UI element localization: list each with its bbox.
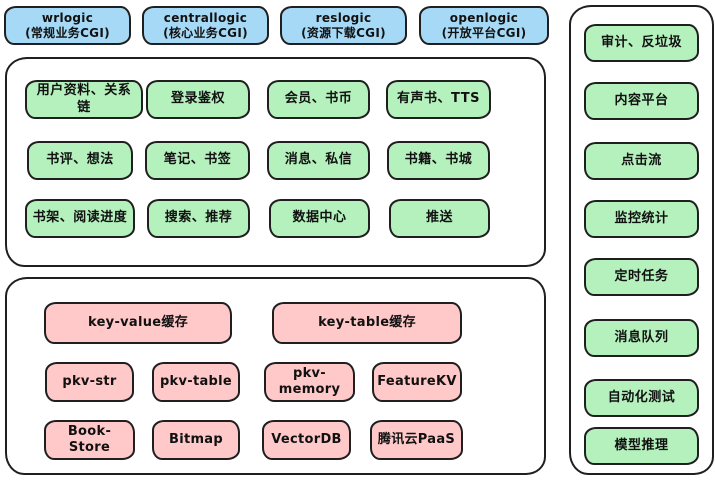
platform-box-auto-testing: 自动化测试	[584, 379, 699, 417]
platform-box-monitor-stats: 监控统计	[584, 200, 699, 238]
services-panel: 用户资料、关系链 登录鉴权 会员、书币 有声书、TTS 书评、想法 笔记、书签 …	[5, 57, 546, 267]
cgi-box-wrlogic: wrlogic (常规业务CGI)	[4, 6, 131, 45]
storage-box-key-value-cache: key-value缓存	[44, 302, 232, 344]
platform-sidebar-panel: 审计、反垃圾 内容平台 点击流 监控统计 定时任务 消息队列 自动化测试 模型推…	[569, 5, 714, 475]
storage-box-tencent-paas: 腾讯云PaaS	[370, 420, 463, 460]
cgi-desc-label: (核心业务CGI)	[163, 25, 248, 40]
platform-box-content-platform: 内容平台	[584, 82, 699, 120]
storage-box-book-store: Book-Store	[44, 420, 135, 460]
platform-box-clickstream: 点击流	[584, 142, 699, 180]
cgi-name-label: reslogic	[315, 10, 372, 25]
service-box-user-profile-relations: 用户资料、关系链	[25, 80, 143, 119]
service-box-review-thoughts: 书评、想法	[27, 141, 133, 180]
service-box-books-bookstore: 书籍、书城	[387, 141, 490, 180]
cgi-box-reslogic: reslogic (资源下载CGI)	[280, 6, 407, 45]
service-box-audiobook-tts: 有声书、TTS	[386, 80, 491, 119]
cgi-desc-label: (资源下载CGI)	[301, 25, 386, 40]
storage-box-key-table-cache: key-table缓存	[272, 302, 462, 344]
cgi-desc-label: (开放平台CGI)	[441, 25, 527, 40]
cgi-box-openlogic: openlogic (开放平台CGI)	[419, 6, 549, 45]
storage-box-vectordb: VectorDB	[262, 420, 351, 460]
storage-panel: key-value缓存 key-table缓存 pkv-str pkv-tabl…	[5, 277, 546, 475]
service-box-notes-bookmarks: 笔记、书签	[145, 141, 250, 180]
platform-box-audit-antispam: 审计、反垃圾	[584, 24, 699, 62]
service-box-message-dm: 消息、私信	[267, 141, 370, 180]
service-box-push: 推送	[389, 199, 490, 238]
storage-box-bitmap: Bitmap	[152, 420, 240, 460]
service-box-search-recommend: 搜索、推荐	[147, 199, 250, 238]
cgi-desc-label: (常规业务CGI)	[25, 25, 110, 40]
storage-box-pkv-str: pkv-str	[45, 362, 134, 402]
cgi-box-centrallogic: centrallogic (核心业务CGI)	[142, 6, 269, 45]
platform-box-message-queue: 消息队列	[584, 319, 699, 357]
storage-box-pkv-table: pkv-table	[152, 362, 240, 402]
service-box-bookshelf-progress: 书架、阅读进度	[25, 199, 135, 238]
cgi-name-label: wrlogic	[41, 10, 94, 25]
platform-box-model-inference: 模型推理	[584, 427, 699, 465]
service-box-membership-bookcoin: 会员、书币	[267, 80, 370, 119]
storage-box-pkv-memory: pkv-memory	[264, 362, 355, 402]
service-box-data-center: 数据中心	[269, 199, 370, 238]
platform-box-cron-tasks: 定时任务	[584, 258, 699, 296]
storage-box-featurekv: FeatureKV	[372, 362, 462, 402]
cgi-name-label: centrallogic	[163, 10, 248, 25]
cgi-name-label: openlogic	[449, 10, 519, 25]
service-box-login-auth: 登录鉴权	[146, 80, 250, 119]
